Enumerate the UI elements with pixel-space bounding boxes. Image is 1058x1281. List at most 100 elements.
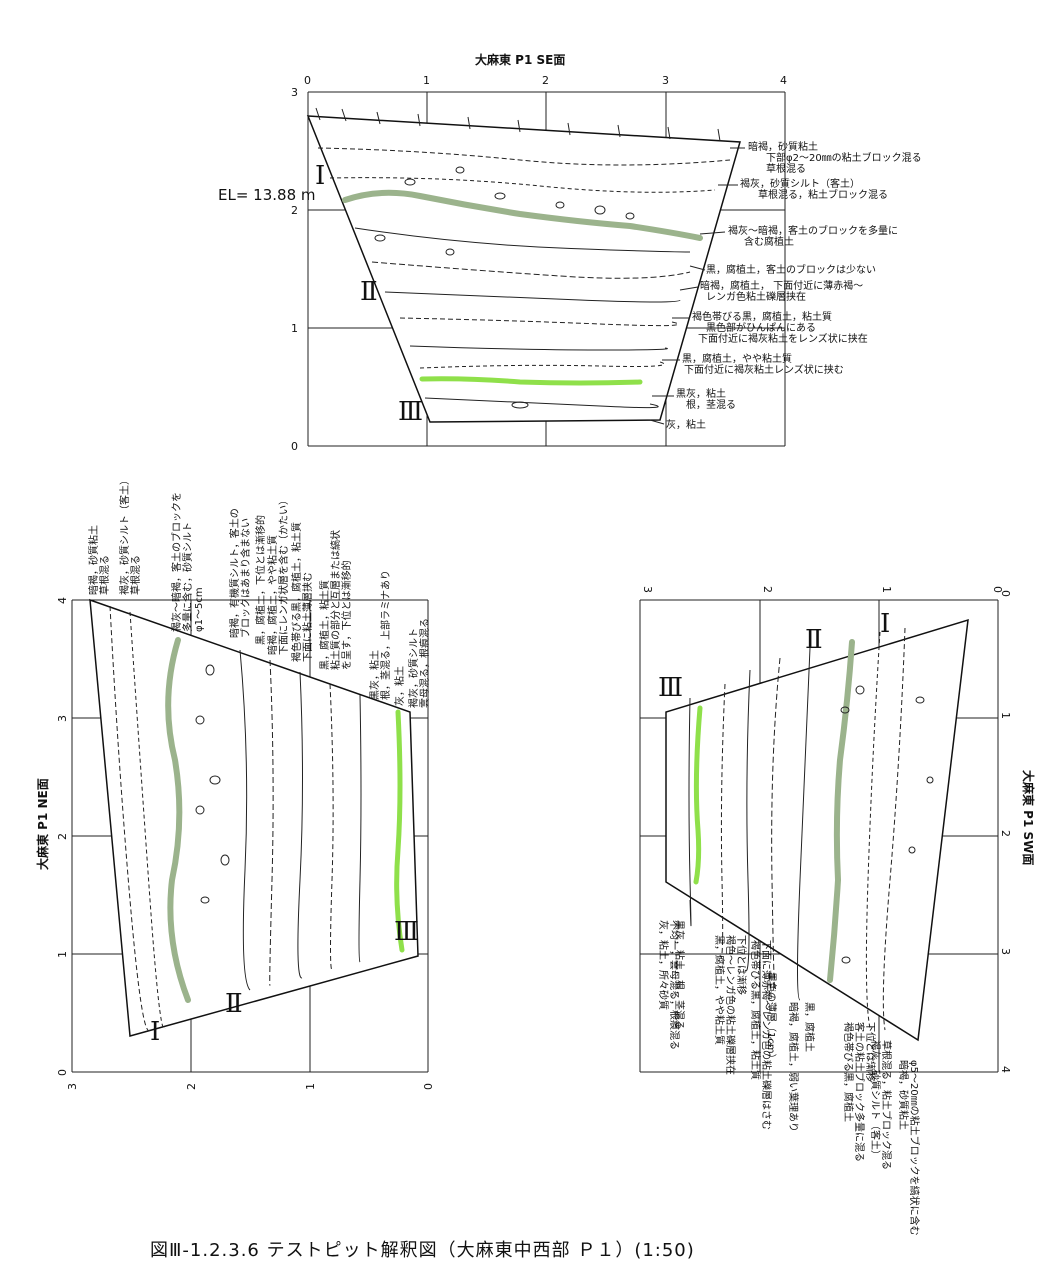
se-y-ticks: 3 2 1 0 [291, 86, 298, 453]
svg-text:灰，粘土，所々砂質不均一，雲母混る，根痕混る: 灰，粘土，所々砂質不均一，雲母混る，根痕混る [657, 920, 681, 1050]
svg-text:褐色帯びる黒，腐植土，粘土質下面に粘土薄層挟む: 褐色帯びる黒，腐植土，粘土質下面に粘土薄層挟む [290, 522, 314, 662]
sw-ann-text: 褐色帯びる黒，腐植土 [842, 1022, 855, 1122]
ne-ann-text: 褐灰，砂質シルト（客土） [118, 475, 131, 595]
svg-text:褐灰，砂質シルト（客土）草根混る: 褐灰，砂質シルト（客土）草根混る [118, 475, 142, 595]
sw-clasts [840, 685, 934, 964]
ne-y-ticks: 4 3 2 1 0 [56, 597, 69, 1076]
sw-x-tick: 4 [999, 1066, 1012, 1073]
ne-clasts [195, 664, 230, 904]
se-ann-text: 下面付近に褐灰粘土レンズ状に挟む [684, 363, 844, 376]
se-ann-text: 草根混る，粘土ブロック混る [758, 188, 888, 201]
se-panel: 大麻東 P1 SE面 0 1 2 3 4 3 2 1 0 EL= 13.88 m [218, 52, 922, 453]
ne-y-tick: 1 [56, 951, 69, 958]
sw-ann-text: 黒色の薄層（1cm） [765, 972, 778, 1064]
ne-layer-lines [109, 605, 362, 1032]
se-grass-marks [315, 107, 721, 142]
svg-text:褐灰，砂質シルト（客土）草根混る，粘土ブロック混る: 褐灰，砂質シルト（客土）草根混る，粘土ブロック混る [869, 1040, 893, 1170]
sw-y-tick: 2 [761, 586, 774, 593]
sw-bright-green-marker [693, 705, 703, 885]
se-ann-text: 褐灰，砂質シルト（客土） [740, 177, 860, 190]
se-ann-text: 黒色部がひんぱんにある [706, 321, 816, 334]
se-x-tick: 4 [780, 74, 787, 87]
ne-title: 大麻東 P1 NE面 [35, 778, 50, 870]
svg-text:暗褐，砂質粘土下部φ2～20㎜の粘土ブロック混る草根混る: 暗褐，砂質粘土下部φ2～20㎜の粘土ブロック混る草根混る [748, 140, 922, 175]
se-ann-text: 灰，粘土 [666, 418, 706, 431]
se-x-tick: 3 [662, 74, 669, 87]
ne-ann-text: 黒灰，粘土 [368, 650, 381, 700]
ne-ann-text: 多量に含む，砂質シルト [181, 522, 194, 632]
ne-ann-text: 褐灰～暗褐，客土のブロックを [170, 492, 183, 632]
sw-ann-text: 褐色～レンガ色の粘土礫層挟在 [724, 935, 737, 1075]
se-bright-green-marker [419, 376, 643, 386]
se-x-tick: 1 [423, 74, 430, 87]
sw-ann-text: 褐色帯びる黒，腐植土，粘土質 [749, 940, 762, 1080]
se-ann-text: 草根混る [766, 162, 806, 175]
ne-ann-text: 黒，腐植土，粘土質 [318, 580, 331, 670]
ne-gray-green-marker [165, 637, 191, 1003]
ne-ann-text: 黒，腐植土，下位とは漸移的 [254, 515, 267, 645]
sw-ann-text: 暗褐，腐植土，弱い葉理あり [787, 1002, 800, 1132]
sw-layer-lines [688, 627, 906, 1031]
ne-y-tick: 3 [56, 715, 69, 722]
svg-text:暗褐，腐植土， 下面付近に薄赤褐～レンガ色粘土礫層挟在: 暗褐，腐植土， 下面付近に薄赤褐～レンガ色粘土礫層挟在 [700, 279, 863, 303]
ne-x-tick: 1 [304, 1083, 317, 1090]
svg-text:暗褐，腐植土，やや粘土質下面にレンガ状層を含む（かたい）: 暗褐，腐植土，やや粘土質下面にレンガ状層を含む（かたい） [266, 495, 290, 655]
ne-x-tick: 2 [185, 1083, 198, 1090]
se-title: 大麻東 P1 SE面 [475, 52, 565, 67]
se-ann-text: 根，茎混る [686, 398, 736, 411]
svg-text:暗褐，砂質粘土草根混る: 暗褐，砂質粘土草根混る [87, 525, 111, 595]
svg-text:暗褐，砂質粘土φ5～20㎜の粘土ブロックを縞状に含む: 暗褐，砂質粘土φ5～20㎜の粘土ブロックを縞状に含む [897, 1060, 921, 1236]
se-ann-text: 暗褐，砂質粘土 [748, 140, 818, 153]
sw-y-tick: 1 [880, 586, 893, 593]
sw-ann-text: 下位とは漸移 [735, 935, 748, 995]
ne-unit-label: Ⅱ [225, 989, 243, 1019]
svg-text:褐色帯びる黒，腐植土，粘土質下面に薄赤褐～レンガ色の粘土礫層: 褐色帯びる黒，腐植土，粘土質下面に薄赤褐～レンガ色の粘土礫層はさむ [749, 940, 773, 1130]
se-ann-text: レンガ色粘土礫層挟在 [706, 290, 806, 303]
se-y-tick: 3 [291, 86, 298, 99]
sw-title: 大麻東 P1 SW面 [1021, 770, 1036, 865]
sw-ann-text: 不均一，雲母混る，根痕混る [668, 920, 681, 1050]
svg-text:黒灰，粘土根，茎混る: 黒灰，粘土根，茎混る [676, 387, 736, 411]
ne-ann-text: 暗褐，砂質粘土 [87, 525, 100, 595]
svg-text:褐灰～暗褐，客土のブロックを多量に含む，砂質シルトφ1～5c: 褐灰～暗褐，客土のブロックを多量に含む，砂質シルトφ1～5cm [170, 492, 205, 632]
ne-x-tick: 3 [66, 1083, 79, 1090]
svg-text:褐色帯びる黒，腐植土客土の粘土ブロック多量に混る下位とは漸移: 褐色帯びる黒，腐植土客土の粘土ブロック多量に混る下位とは漸移 [842, 1022, 877, 1162]
svg-text:黒灰，粘土根，茎混る，上部ラミナあり: 黒灰，粘土根，茎混る，上部ラミナあり [368, 570, 392, 700]
se-elevation: EL= 13.88 m [218, 186, 316, 204]
ne-y-tick: 4 [56, 597, 69, 604]
se-layer-lines [317, 147, 731, 409]
svg-text:褐灰，砂質シルト（客土）草根混る，粘土ブロック混る: 褐灰，砂質シルト（客土）草根混る，粘土ブロック混る [740, 177, 888, 201]
ne-bright-green-marker [394, 709, 405, 953]
ne-y-tick: 0 [56, 1069, 69, 1076]
ne-annotations: 暗褐，砂質粘土草根混る 褐灰，砂質シルト（客土）草根混る 褐灰～暗褐，客土のブロ… [87, 475, 431, 708]
sw-y-tick: 3 [641, 586, 654, 593]
sw-y-ticks: 3 2 1 0 [641, 586, 1004, 593]
sw-ann-text: 灰，粘土，所々砂質 [657, 920, 670, 1010]
se-ann-text: 暗褐，腐植土， 下面付近に薄赤褐～ [700, 279, 863, 292]
sw-pit-outline [665, 618, 969, 1042]
se-gray-green-marker [342, 189, 703, 241]
se-unit-label: Ⅱ [360, 277, 378, 307]
sw-ann-text: 黒，腐植土，やや粘土質 [713, 935, 726, 1045]
se-y-tick: 1 [291, 322, 298, 335]
sw-ann-text: 下位とは漸移 [864, 1022, 877, 1082]
svg-text:黒，腐植土，やや粘土質褐色～レンガ色の粘土礫層挟在下位とは漸: 黒，腐植土，やや粘土質褐色～レンガ色の粘土礫層挟在下位とは漸移 [713, 935, 748, 1075]
sw-x-tick: 0 [999, 590, 1012, 597]
ne-ann-text: 根，茎混る，上部ラミナあり [379, 570, 392, 700]
figure-caption: 図Ⅲ-1.2.3.6 テストピット解釈図（大麻東中西部 Ｐ１）(1:50) [150, 1240, 695, 1261]
sw-ann-text: 暗褐，砂質粘土 [897, 1060, 910, 1130]
se-ann-text: 黒，腐植土，客土のブロックは少ない [706, 263, 876, 276]
ne-x-ticks: 3 2 1 0 [66, 1083, 435, 1090]
svg-text:黒，腐植土，粘土質粘土質の部分と互層または縞状を呈す，下位と: 黒，腐植土，粘土質粘土質の部分と互層または縞状を呈す，下位とは漸移的 [318, 530, 353, 670]
sw-ann-text: 客土の粘土ブロック多量に混る [853, 1022, 866, 1162]
sw-ann-text: 黒灰，粘土，根，茎混る [673, 920, 686, 1030]
sw-x-tick: 3 [999, 948, 1012, 955]
se-y-tick: 2 [291, 204, 298, 217]
ne-ann-text: 暗褐，有機質シルト，客土の [228, 508, 241, 638]
ne-ann-text: 暗褐，腐植土，やや粘土質 [266, 535, 279, 655]
svg-text:褐灰，砂質シルト雲母混る，根痕混る: 褐灰，砂質シルト雲母混る，根痕混る [407, 618, 431, 708]
ne-ann-text: 下面にレンガ状層を含む（かたい） [277, 495, 290, 655]
se-unit-label: Ⅲ [398, 397, 423, 427]
ne-pit-outline [89, 598, 419, 1037]
ne-unit-label: Ⅲ [394, 917, 419, 947]
